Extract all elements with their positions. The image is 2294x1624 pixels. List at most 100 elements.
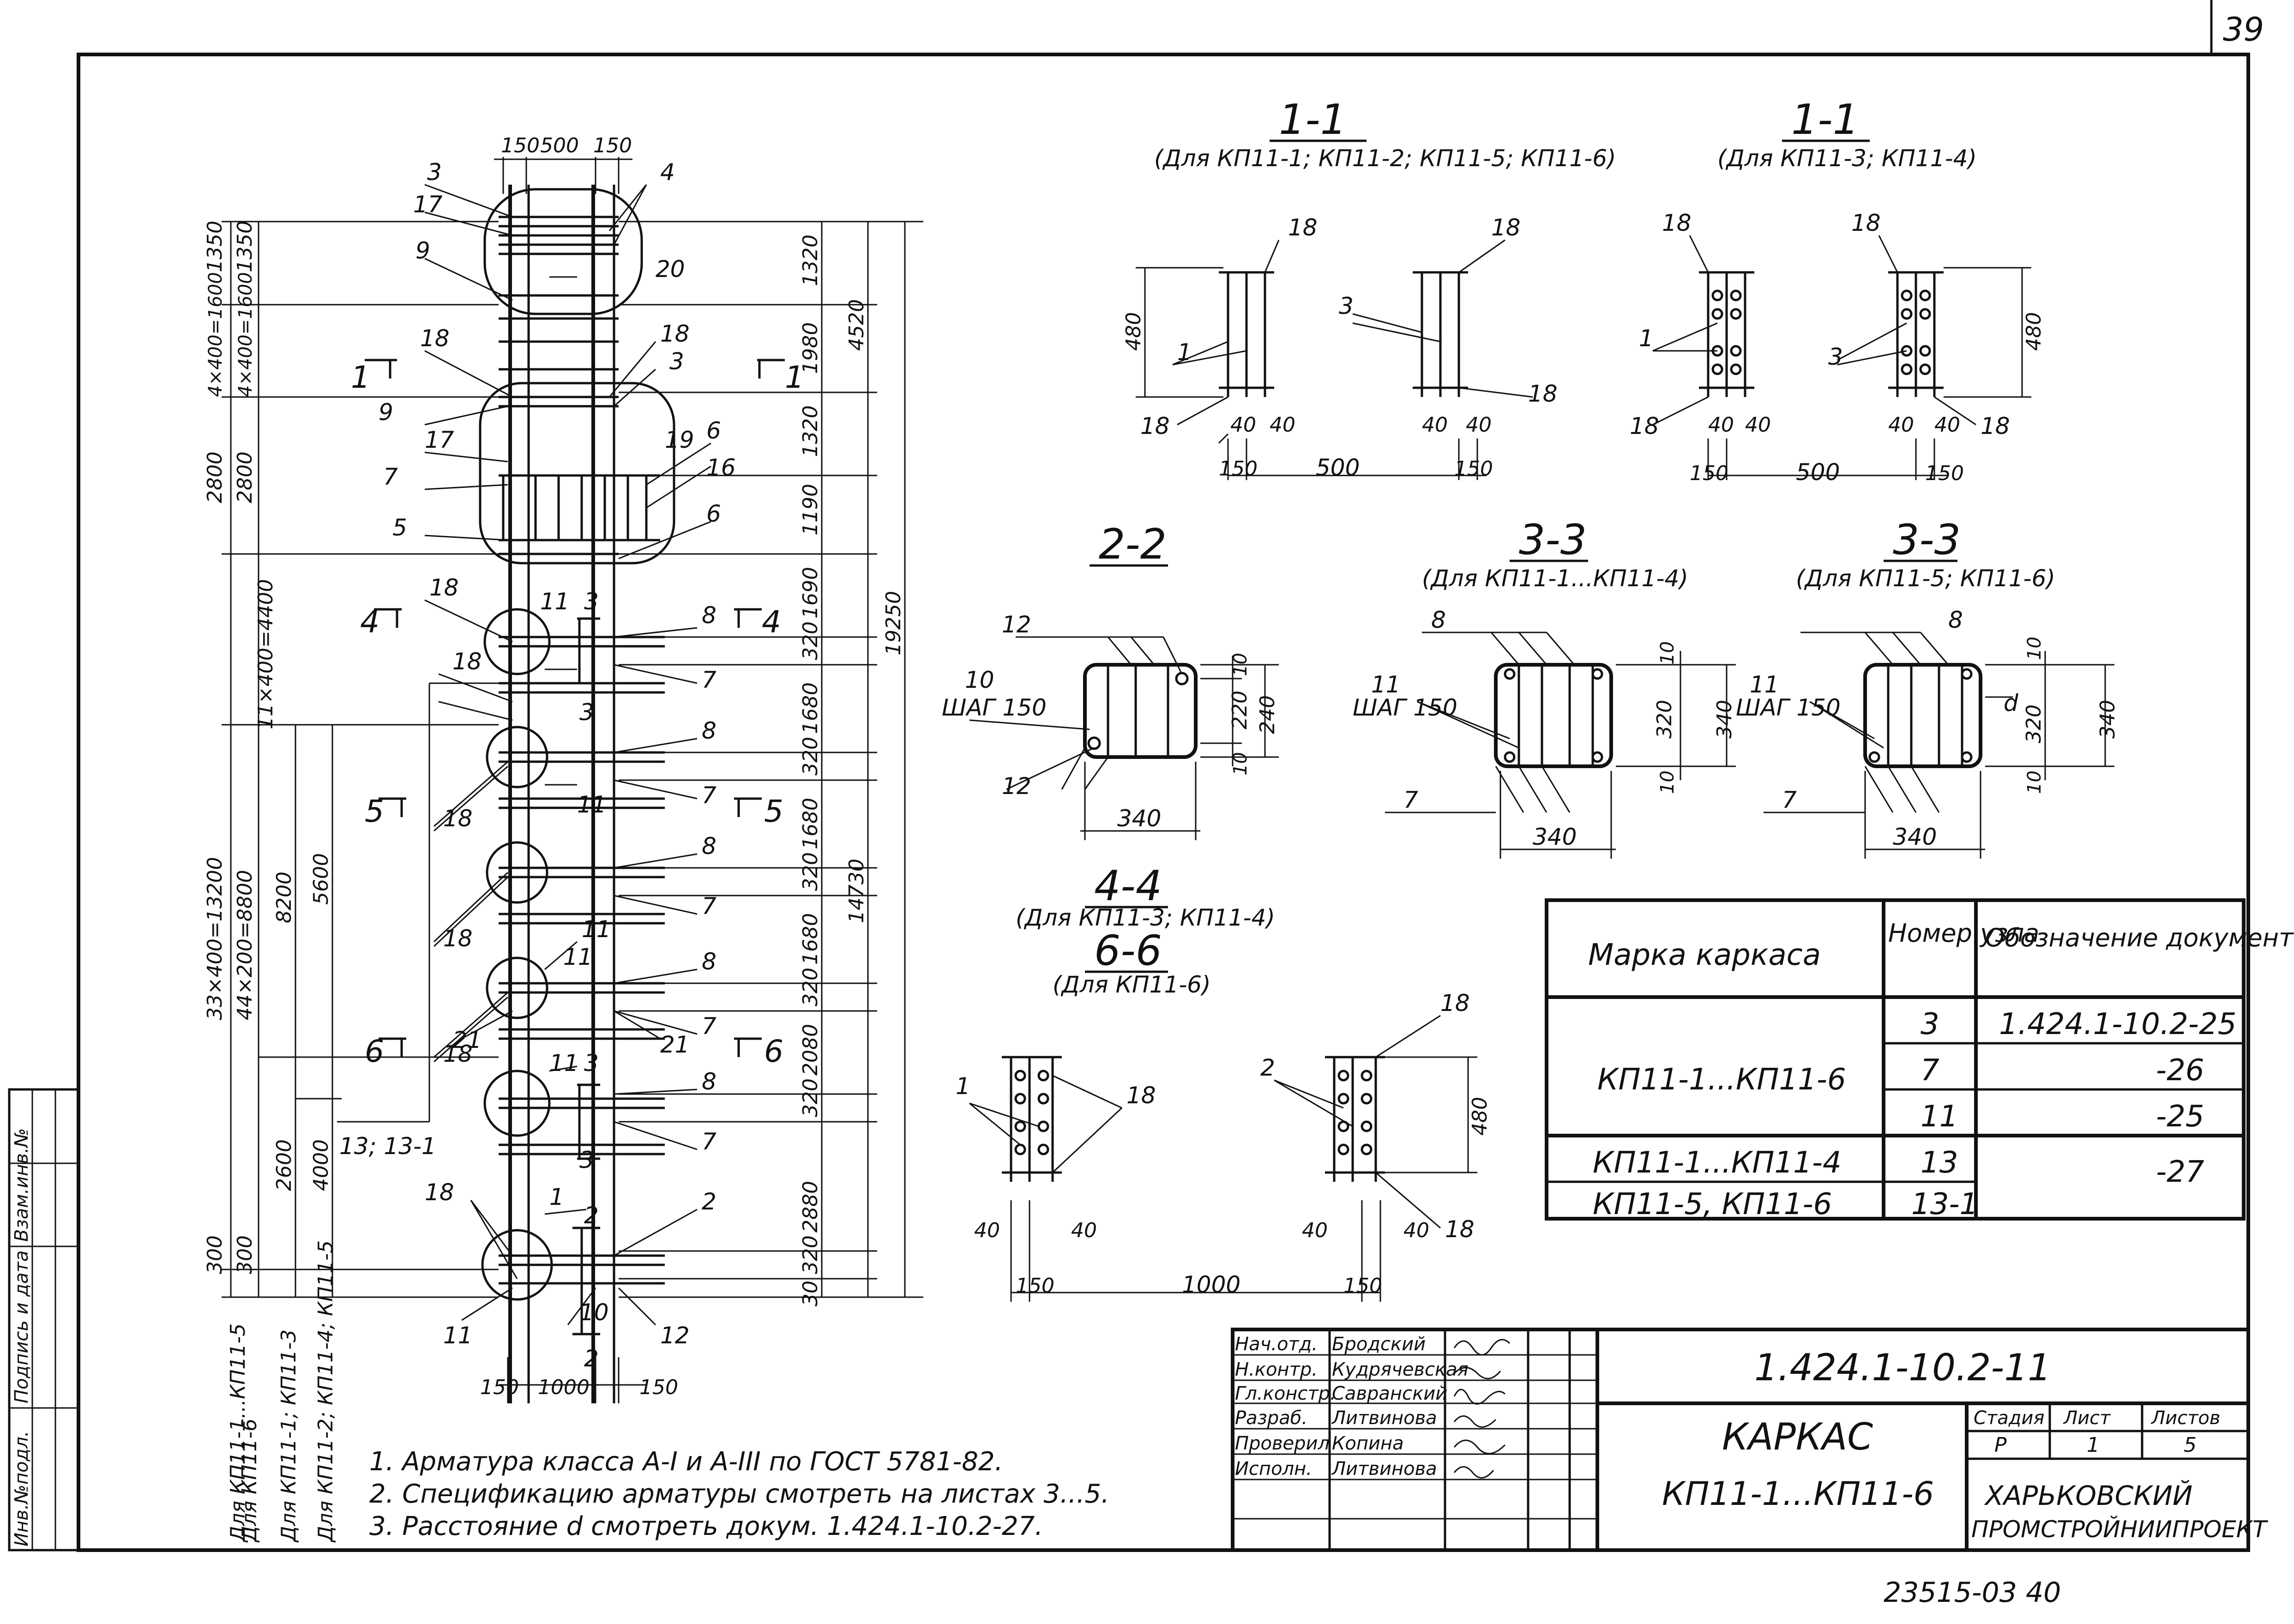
svg-text:150: 150 bbox=[1690, 462, 1728, 485]
svg-text:1: 1 bbox=[1639, 325, 1654, 352]
svg-text:18: 18 bbox=[1981, 413, 2010, 439]
svg-text:8: 8 bbox=[702, 717, 716, 744]
svg-text:40: 40 bbox=[1422, 413, 1448, 437]
svg-text:2-2: 2-2 bbox=[1099, 520, 1167, 569]
svg-text:1: 1 bbox=[549, 1184, 564, 1210]
svg-text:150: 150 bbox=[480, 1376, 519, 1399]
svg-text:ПРОМСТРОЙНИИПРОЕКТ: ПРОМСТРОЙНИИПРОЕКТ bbox=[1971, 1516, 2268, 1543]
svg-text:1-1: 1-1 bbox=[1791, 96, 1859, 144]
svg-text:2600: 2600 bbox=[272, 1139, 296, 1191]
archive-number: 23515-03 40 bbox=[1884, 1576, 2061, 1609]
svg-text:Копина: Копина bbox=[1332, 1433, 1404, 1454]
svg-text:Нач.отд.: Нач.отд. bbox=[1235, 1334, 1318, 1355]
svg-text:340: 340 bbox=[2096, 700, 2119, 739]
svg-text:(Для КП11-5; КП11-6): (Для КП11-5; КП11-6) bbox=[1796, 565, 2055, 592]
svg-text:18: 18 bbox=[1491, 214, 1521, 241]
svg-text:3: 3 bbox=[1339, 293, 1354, 319]
svg-text:13-1: 13-1 bbox=[1911, 1187, 1978, 1221]
svg-text:Номер узла: Номер узла bbox=[1888, 919, 2039, 948]
svg-text:500: 500 bbox=[1796, 459, 1840, 486]
svg-text:21: 21 bbox=[660, 1031, 690, 1058]
svg-text:7: 7 bbox=[1403, 787, 1418, 813]
svg-text:7: 7 bbox=[1782, 787, 1797, 813]
svg-text:19250: 19250 bbox=[882, 591, 905, 656]
svg-text:1: 1 bbox=[956, 1073, 970, 1100]
svg-text:7: 7 bbox=[702, 1013, 716, 1040]
svg-text:Н.контр.: Н.контр. bbox=[1235, 1359, 1318, 1380]
svg-text:18: 18 bbox=[1288, 214, 1318, 241]
svg-text:d: d bbox=[2004, 690, 2018, 716]
svg-text:Листов: Листов bbox=[2150, 1407, 2220, 1429]
svg-text:КАРКАС: КАРКАС bbox=[1722, 1415, 1873, 1458]
svg-text:1-1: 1-1 bbox=[1279, 96, 1347, 144]
svg-text:1320: 1320 bbox=[799, 405, 822, 457]
svg-text:Литвинова: Литвинова bbox=[1331, 1407, 1437, 1429]
svg-text:11: 11 bbox=[1921, 1100, 1958, 1134]
svg-text:40: 40 bbox=[1466, 413, 1492, 437]
svg-text:150: 150 bbox=[593, 134, 632, 157]
svg-text:11: 11 bbox=[582, 916, 611, 943]
svg-text:1000: 1000 bbox=[538, 1376, 590, 1399]
svg-text:ШАГ 150: ШАГ 150 bbox=[1353, 694, 1457, 721]
svg-text:300: 300 bbox=[203, 1235, 227, 1274]
svg-text:5600: 5600 bbox=[309, 853, 333, 905]
svg-text:18: 18 bbox=[1528, 380, 1558, 407]
svg-text:11: 11 bbox=[540, 588, 570, 615]
svg-text:2: 2 bbox=[584, 1345, 599, 1372]
svg-text:4×400=1600: 4×400=1600 bbox=[235, 272, 256, 397]
svg-text:8: 8 bbox=[702, 833, 716, 860]
svg-text:Обозначение документа: Обозначение документа bbox=[1985, 923, 2294, 952]
svg-text:300: 300 bbox=[233, 1235, 257, 1274]
svg-text:1000: 1000 bbox=[1182, 1271, 1240, 1298]
svg-text:7: 7 bbox=[1921, 1053, 1939, 1088]
svg-text:8200: 8200 bbox=[272, 872, 296, 923]
svg-text:500: 500 bbox=[1316, 454, 1360, 481]
svg-text:8: 8 bbox=[1431, 607, 1446, 633]
svg-text:33×400=13200: 33×400=13200 bbox=[203, 857, 227, 1020]
svg-text:18: 18 bbox=[452, 648, 482, 675]
svg-text:3. Расстояние d смотреть докум: 3. Расстояние d смотреть докум. 1.424.1-… bbox=[369, 1511, 1043, 1541]
svg-text:40: 40 bbox=[1745, 413, 1771, 437]
svg-text:9: 9 bbox=[415, 237, 430, 264]
svg-text:18: 18 bbox=[1630, 413, 1659, 439]
svg-text:1980: 1980 bbox=[799, 322, 822, 374]
svg-text:2800: 2800 bbox=[203, 451, 227, 503]
section-3-3-a: 3-3 (Для КП11-1...КП11-4) bbox=[1353, 516, 1736, 859]
svg-text:8: 8 bbox=[702, 602, 716, 629]
svg-text:30: 30 bbox=[799, 1281, 822, 1306]
svg-text:10: 10 bbox=[1230, 653, 1251, 676]
svg-text:18: 18 bbox=[1445, 1216, 1475, 1243]
svg-text:Для КП11-2; КП11-4; КП11-5: Для КП11-2; КП11-4; КП11-5 bbox=[314, 1240, 337, 1543]
svg-text:Р: Р bbox=[1994, 1433, 2007, 1457]
svg-text:320: 320 bbox=[799, 968, 822, 1006]
svg-text:11: 11 bbox=[563, 944, 593, 970]
svg-text:Бродский: Бродский bbox=[1332, 1334, 1426, 1355]
svg-text:1: 1 bbox=[2087, 1433, 2100, 1457]
svg-text:1680: 1680 bbox=[799, 913, 822, 965]
svg-text:(Для КП11-1...КП11-4): (Для КП11-1...КП11-4) bbox=[1422, 565, 1688, 592]
section-1-1-b: 1-1 (Для КП11-3; КП11-4) bbox=[1630, 96, 2046, 486]
notes: 1. Арматура класса А-I и А-III по ГОСТ 5… bbox=[369, 1447, 1109, 1541]
svg-text:340: 340 bbox=[1117, 805, 1161, 832]
stamp-replace: Взам.инв.№ bbox=[11, 1128, 32, 1242]
svg-text:4: 4 bbox=[762, 604, 781, 640]
svg-text:40: 40 bbox=[1708, 413, 1734, 437]
svg-text:Гл.констр.: Гл.констр. bbox=[1235, 1383, 1336, 1404]
svg-text:320: 320 bbox=[799, 1235, 822, 1274]
svg-text:4: 4 bbox=[360, 604, 379, 640]
svg-text:1690: 1690 bbox=[799, 567, 822, 619]
svg-text:8: 8 bbox=[702, 1068, 716, 1095]
svg-text:40: 40 bbox=[1302, 1219, 1328, 1242]
svg-text:Марка каркаса: Марка каркаса bbox=[1588, 938, 1821, 972]
svg-text:320: 320 bbox=[1653, 700, 1676, 739]
svg-text:18: 18 bbox=[420, 325, 450, 352]
svg-text:Стадия: Стадия bbox=[1974, 1407, 2044, 1429]
sheet-number: 39 bbox=[2223, 11, 2264, 48]
svg-text:13; 13-1: 13; 13-1 bbox=[339, 1133, 436, 1160]
svg-text:320: 320 bbox=[799, 621, 822, 660]
svg-text:КП11-5, КП11-6: КП11-5, КП11-6 bbox=[1593, 1187, 1832, 1221]
svg-text:1350: 1350 bbox=[203, 221, 227, 272]
stamp-sign: Подпись и дата bbox=[11, 1251, 32, 1403]
svg-text:7: 7 bbox=[702, 1128, 716, 1155]
svg-text:1190: 1190 bbox=[799, 484, 822, 535]
